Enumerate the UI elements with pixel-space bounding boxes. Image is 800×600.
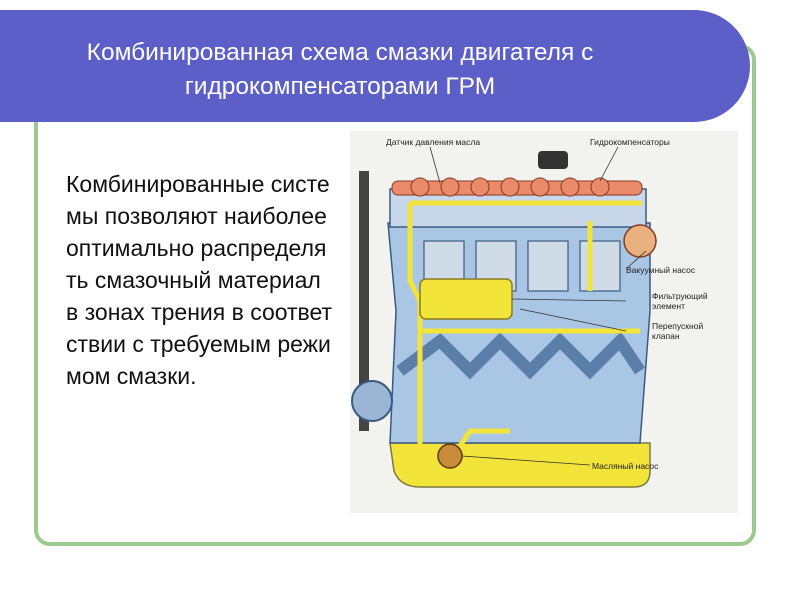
label-lifters: Гидрокомпенсаторы <box>590 137 670 147</box>
title-banner: Комбинированная схема смазки двигателя с… <box>0 10 750 122</box>
slide-body-text: Комбинированные системы позволяют наибол… <box>66 171 333 389</box>
oil-filter <box>419 278 513 320</box>
engine-illustration: Датчик давления масла Гидрокомпенсаторы … <box>351 137 708 488</box>
oil-pump <box>437 443 463 469</box>
engine-lubrication-diagram: Датчик давления масла Гидрокомпенсаторы … <box>350 131 738 513</box>
label-bypass-line1: Перепускной <box>652 321 703 331</box>
label-filter-line2: элемент <box>652 301 685 311</box>
camshaft <box>391 177 643 197</box>
crank-pulley <box>351 380 393 422</box>
oil-filler-cap <box>538 151 568 169</box>
label-filter-line1: Фильтрующий <box>652 291 708 301</box>
slide-title: Комбинированная схема смазки двигателя с… <box>86 39 594 100</box>
vacuum-pump <box>623 224 657 258</box>
crankshaft <box>396 331 645 380</box>
label-vacuum-pump: Вакуумный насос <box>626 265 696 275</box>
label-bypass-line2: клапан <box>652 331 680 341</box>
leader-lines <box>429 146 647 466</box>
label-pressure-sensor: Датчик давления масла <box>386 137 480 147</box>
label-oil-pump: Масляный насос <box>592 461 659 471</box>
